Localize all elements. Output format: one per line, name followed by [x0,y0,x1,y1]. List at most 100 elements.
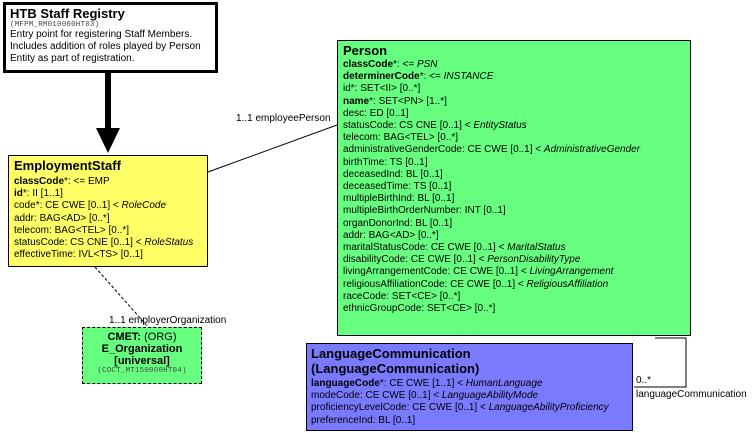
cmet-type: (ORG) [141,331,177,343]
attr-name: name [343,95,370,107]
employee-person-label: 1..1 employeePerson [236,113,331,124]
attr-type: : BL [0..1] [411,193,455,205]
attr-domain: EntityStatus [473,120,527,132]
attr-domain: RoleCode [121,200,167,212]
attr-type: : SET<CE> [0..*] [421,303,496,315]
attr-name: modeCode [311,390,360,402]
attr-name: preferenceInd [311,414,373,426]
attr-name: classCode [343,59,394,70]
header-desc-1: Entry point for registering Staff Member… [10,29,193,40]
attr-name: telecom [14,224,50,236]
attr-name: proficiencyLevelCode [311,402,407,414]
attr-name: addr [343,229,364,241]
attr-type: : CE CWE [0..1] < [461,144,544,156]
cmet-scope: [universal] [114,355,170,367]
attr-type: : CE CWE [0..1] < [447,266,530,278]
attr-type: *: SET<II> [0..*] [350,83,421,95]
person-attr-organDonorInd: organDonorInd: BL [0..1] [343,218,685,230]
person-attr-deceasedInd: deceasedInd: BL [0..1] [343,169,685,181]
person-attr-desc: desc: ED [0..1] [343,108,685,120]
attr-type: : SET<CE> [0..*] [386,290,461,302]
person-attr-maritalStatusCode: maritalStatusCode: CE CWE [0..1] < Marit… [343,242,685,254]
attr-name: birthTime [343,156,385,168]
attr-type: *: SET<PN> [1..*] [369,95,447,107]
attr-domain: LanguageAbilityProficiency [488,402,609,414]
person-attr-ethnicGroupCode: ethnicGroupCode: SET<CE> [0..*] [343,303,685,315]
attr-name: multipleBirthInd [343,193,412,205]
attr-type: *: <= EMP [64,176,110,187]
employment-staff-title: EmploymentStaff [14,158,121,173]
person-attr-name: name*: SET<PN> [1..*] [343,96,685,108]
person-attr-religiousAffiliationCode: religiousAffiliationCode: CE CWE [0..1] … [343,279,685,291]
attr-type: : CS CNE [0..1] < [393,120,474,132]
attr-name: code [14,200,36,212]
attr-type: : CE CWE [0..1] < [444,278,527,290]
attr-name: statusCode [14,237,65,249]
attr-domain: PersonDisabilityType [487,254,581,266]
attr-name: effectiveTime [14,249,73,261]
cmet-box: CMET: (ORG) E_Organization [universal] (… [82,327,202,384]
person-attr-deceasedTime: deceasedTime: TS [0..1] [343,181,685,193]
cmet-label: CMET: [107,331,142,343]
attr-name: classCode [14,176,65,187]
attr-type: : CE CWE [0..1] < [425,242,508,254]
person-title: Person [343,43,388,58]
attr-name: telecom [343,132,379,144]
attr-name: ethnicGroupCode [343,303,422,315]
person-attr-telecom: telecom: BAG<TEL> [0..*] [343,132,685,144]
attr-type: : BL [0..1] [372,414,416,426]
attr-name: statusCode [343,120,394,132]
language-attr-languageCode: languageCode*: CE CWE [1..1] < HumanLang… [311,378,628,390]
employment-staff-attr-id: id*: II [1..1] [14,188,202,200]
person-attr-multipleBirthInd: multipleBirthInd: BL [0..1] [343,193,685,205]
cmet-code: (COCT_MT150000HT04) [97,367,187,375]
attr-type: : BL [0..1] [409,217,453,229]
attr-name: maritalStatusCode [343,242,426,254]
attr-domain: RoleStatus [144,237,194,249]
attr-name: organDonorInd [343,217,410,229]
employment-staff-attr-effectiveTime: effectiveTime: IVL<TS> [0..1] [14,249,202,261]
header-desc-3: Entity as part of registration. [10,53,135,65]
attr-name: id [343,83,351,95]
attr-name: religiousAffiliationCode [343,278,445,290]
attr-type: : CS CNE [0..1] < [64,237,145,249]
cmet-name: E_Organization [101,343,183,355]
header-desc-2: Includes addition of roles played by Per… [10,41,201,53]
attr-name: livingArrangementCode [343,266,448,278]
attr-type: *: CE CWE [1..1] < [379,378,466,389]
attr-type: : BAG<AD> [0..*] [363,229,439,241]
attr-type: : CE CWE [0..1] < [405,254,488,266]
attr-name: languageCode [311,378,380,389]
attr-type: : BL [0..1] [400,168,443,180]
person-attr-multipleBirthOrderNumber: multipleBirthOrderNumber: INT [0..1] [343,205,685,217]
language-communication-label: languageCommunication [636,389,747,400]
attr-type: : BAG<AD> [0..*] [34,212,110,224]
person-attr-statusCode: statusCode: CS CNE [0..1] < EntityStatus [343,120,685,132]
person-attr-livingArrangementCode: livingArrangementCode: CE CWE [0..1] < L… [343,266,685,278]
attr-type: : TS [0..1] [384,156,428,168]
language-attr-modeCode: modeCode: CE CWE [0..1] < LanguageAbilit… [311,390,628,402]
cmet-line-1: CMET: (ORG) [83,331,201,343]
language-attr-proficiencyLevelCode: proficiencyLevelCode: CE CWE [0..1] < La… [311,402,628,414]
language-title-2: (LanguageCommunication) [311,361,480,376]
attr-name: id [14,188,23,200]
attr-name: deceasedTime [343,181,409,193]
employment-staff-attr-statusCode: statusCode: CS CNE [0..1] < RoleStatus [14,237,202,249]
attr-type: *: CE CWE [0..1] < [35,200,122,212]
entry-arrow-head [96,128,120,153]
attr-type: *: II [1..1] [22,188,63,200]
person-attr-id: id*: SET<II> [0..*] [343,83,685,95]
header-code: (MFPM_RM010000HT03) [10,21,100,29]
employment-staff-attr-code: code*: CE CWE [0..1] < RoleCode [14,200,202,212]
employee-person-link [207,124,338,173]
attr-type: : INT [0..1] [459,205,506,217]
attr-type: : TS [0..1] [408,181,452,193]
attr-name: determinerCode [343,71,420,83]
attr-domain: HumanLanguage [465,378,543,389]
attr-type: : ED [0..1] [364,107,409,119]
attr-name: disabilityCode [343,254,406,266]
attr-type: : BAG<TEL> [0..*] [378,132,459,144]
